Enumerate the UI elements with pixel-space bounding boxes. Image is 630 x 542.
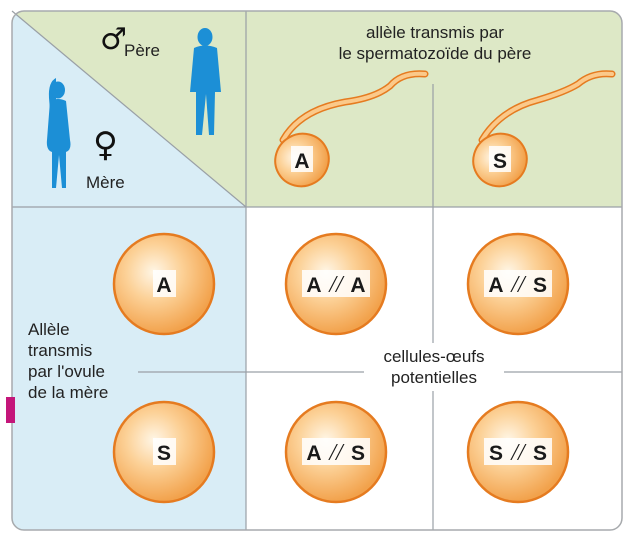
female-symbol-icon: ♀	[93, 125, 118, 165]
zygote-as-top-separator: //	[509, 272, 527, 298]
column-header: allèle transmis par le spermatozoïde du …	[290, 22, 580, 64]
father-allele-a: A	[294, 150, 309, 173]
zygote-as-bottom-separator: //	[327, 440, 345, 466]
father-allele-s: S	[493, 150, 507, 173]
zygote-ss-separator: //	[509, 440, 527, 466]
potential-zygotes-label: cellules-œufs potentielles	[364, 346, 504, 388]
zygote-as-top-left: A	[488, 274, 503, 297]
row-header: Allèle transmis par l'ovule de la mère	[28, 319, 108, 403]
zygote-as-top: A // S	[468, 234, 568, 334]
row-header-line1: Allèle	[28, 319, 108, 340]
mother-allele-s: S	[157, 442, 171, 465]
zygote-as-top-right: S	[533, 274, 547, 297]
row-header-line2: transmis	[28, 340, 108, 361]
ovule-a: A	[114, 234, 214, 334]
father-label: Père	[124, 40, 160, 61]
row-header-line3: par l'ovule	[28, 361, 108, 382]
zygote-aa: A // A	[286, 234, 386, 334]
column-header-line1: allèle transmis par	[290, 22, 580, 43]
potential-label-line2: potentielles	[364, 367, 504, 388]
zygote-ss-right: S	[533, 442, 547, 465]
accent-tab	[6, 397, 15, 423]
zygote-aa-separator: //	[327, 272, 345, 298]
zygote-as-bottom: A // S	[286, 402, 386, 502]
zygote-aa-left: A	[306, 274, 321, 297]
potential-label-line1: cellules-œufs	[364, 346, 504, 367]
zygote-ss-left: S	[489, 442, 503, 465]
male-symbol-icon: ♂	[100, 22, 127, 57]
zygote-ss: S // S	[468, 402, 568, 502]
mother-label: Mère	[86, 172, 125, 193]
column-header-line2: le spermatozoïde du père	[290, 43, 580, 64]
mother-allele-a: A	[156, 274, 171, 297]
row-header-line4: de la mère	[28, 382, 108, 403]
ovule-s: S	[114, 402, 214, 502]
zygote-as-bottom-left: A	[306, 442, 321, 465]
zygote-as-bottom-right: S	[351, 442, 365, 465]
zygote-aa-right: A	[350, 274, 365, 297]
